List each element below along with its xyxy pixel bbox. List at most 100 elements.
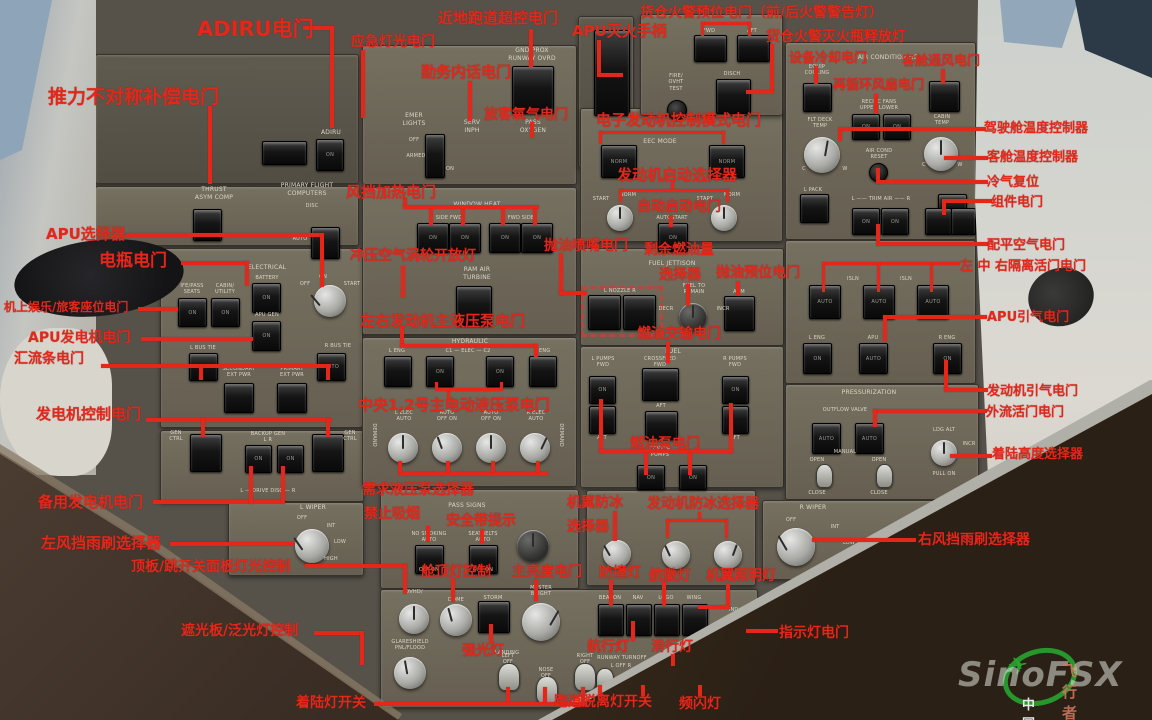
annotation-label: 着陆高度选择器 — [992, 447, 1084, 462]
jettison-nozzle-l-switch[interactable] — [588, 295, 621, 330]
jettison-nozzle-r-switch[interactable] — [623, 295, 656, 330]
elec-pump-c2-knob[interactable] — [476, 433, 506, 463]
panel-label: PRIMARY EXT PWR — [280, 366, 304, 379]
center-fuel-pump-r-switch[interactable]: ON — [679, 465, 707, 490]
panel-label: FUEL JETTISON — [648, 260, 696, 267]
taxi-light-toggle[interactable] — [666, 668, 684, 691]
window-heat-l-fwd[interactable]: ON — [449, 223, 481, 253]
window-heat-r-side[interactable]: ON — [521, 223, 553, 253]
gnd-prox-ovrd-switch[interactable] — [512, 66, 554, 114]
fuel-to-remain-knob[interactable] — [679, 303, 707, 331]
battery-switch[interactable]: ON — [252, 283, 281, 313]
seatbelts-switch[interactable] — [469, 545, 498, 574]
panel-label: LOW — [333, 539, 347, 545]
annotation-line — [666, 519, 669, 538]
window-heat-l-side[interactable]: ON — [417, 223, 449, 253]
cargo-fire-disch-switch[interactable] — [716, 79, 751, 114]
outflow-manual-r-toggle[interactable] — [876, 464, 893, 488]
cabin-vent-switch[interactable] — [929, 81, 960, 112]
landing-light-right-toggle[interactable] — [574, 663, 596, 691]
ovhd-cb-panel-light-knob[interactable] — [399, 604, 429, 634]
annotation-line — [559, 253, 563, 295]
annotation-line — [950, 454, 992, 458]
apu-gen-switch[interactable]: ON — [252, 321, 281, 351]
panel-label: HIGH — [836, 556, 850, 562]
demand-pump-2-knob[interactable] — [520, 433, 550, 463]
nav-light-switch[interactable] — [626, 604, 652, 636]
eng-anti-ice-l-knob[interactable] — [662, 541, 690, 569]
annotation-label: 应急灯光电门 — [351, 34, 435, 50]
gen-ctrl-r-switch[interactable] — [312, 434, 344, 472]
eng-anti-ice-r-knob[interactable] — [714, 541, 742, 569]
primary-ext-pwr-switch[interactable] — [277, 383, 307, 413]
ife-pass-seats-switch[interactable]: ON — [178, 298, 207, 327]
cabin-utility-switch[interactable]: ON — [211, 298, 240, 327]
annotation-line — [877, 262, 880, 292]
window-heat-r-fwd[interactable]: ON — [489, 223, 521, 253]
annotation-line — [529, 29, 533, 67]
r-aft-fuel-pump-switch[interactable] — [722, 406, 749, 434]
r-fwd-fuel-pump-switch[interactable]: ON — [722, 376, 749, 404]
storm-light-switch[interactable] — [478, 601, 510, 633]
wing-anti-ice-knob[interactable] — [603, 540, 631, 568]
apu-selector-knob[interactable] — [310, 285, 346, 317]
bleed-l-eng-switch[interactable]: ON — [803, 343, 832, 374]
isln-r-switch[interactable]: AUTO — [917, 285, 949, 319]
demand-pump-1-knob[interactable] — [388, 433, 418, 463]
emer-lights-switch[interactable] — [425, 134, 445, 178]
eec-mode-r-switch[interactable]: NORM — [709, 145, 745, 178]
no-smoking-switch[interactable] — [415, 545, 444, 574]
center-fuel-pump-l-switch[interactable]: ON — [637, 465, 665, 490]
r-wiper-knob[interactable] — [777, 528, 815, 566]
panel-label: TEST — [731, 616, 745, 622]
eec-mode-l-switch[interactable]: NORM — [601, 145, 637, 178]
elec-pump-c1-knob[interactable] — [432, 433, 462, 463]
panel-label: NAV — [632, 595, 644, 601]
beacon-light-switch[interactable] — [598, 604, 624, 636]
cabin-temp-knob[interactable] — [924, 137, 958, 171]
pfc-disc-switch[interactable] — [311, 227, 340, 259]
panel-label: WING — [686, 595, 702, 601]
crossfeed-fwd-switch[interactable] — [642, 368, 679, 401]
gen-ctrl-l-switch[interactable] — [190, 434, 222, 472]
trim-air-r-switch[interactable]: ON — [881, 208, 909, 235]
l-pack-switch[interactable] — [800, 194, 829, 223]
ldg-alt-knob[interactable] — [931, 440, 957, 466]
hyd-r-eng-pump-switch[interactable] — [529, 356, 557, 387]
runway-turnoff-r-toggle[interactable] — [636, 668, 654, 691]
panel-label: C — [922, 162, 926, 168]
jettison-arm-switch[interactable] — [724, 296, 755, 331]
rat-switch[interactable] — [456, 286, 492, 326]
autostart-switch[interactable]: ON — [658, 223, 688, 252]
isln-l-switch[interactable]: AUTO — [809, 285, 841, 319]
ind-lts-dim-knob[interactable] — [727, 625, 748, 646]
annotation-line — [446, 461, 450, 472]
eng-start-l-knob[interactable] — [607, 205, 633, 231]
panel-switch[interactable] — [925, 208, 952, 235]
adiru-switch[interactable]: ON — [316, 139, 344, 171]
bleed-apu-switch[interactable]: AUTO — [859, 343, 888, 374]
master-bright-knob[interactable] — [522, 603, 560, 641]
glareshield-flood-knob[interactable] — [394, 657, 426, 689]
hyd-c2-elec-pump-switch[interactable]: ON — [486, 356, 514, 387]
trim-air-l-switch[interactable]: ON — [852, 208, 880, 235]
hyd-l-eng-pump-switch[interactable] — [384, 356, 412, 387]
dome-light-knob[interactable] — [440, 604, 472, 636]
annotation-label: 机翼照明灯 — [706, 568, 776, 584]
hyd-c1-elec-pump-switch[interactable]: ON — [426, 356, 454, 387]
pass-signs-knob[interactable] — [517, 530, 549, 562]
panel-label: DISC — [305, 203, 319, 209]
equip-cooling-switch[interactable] — [803, 83, 832, 112]
secondary-ext-pwr-switch[interactable] — [224, 383, 254, 413]
cargo-fire-arm-aft-switch[interactable] — [737, 35, 770, 62]
cargo-fire-arm-fwd-switch[interactable] — [694, 35, 727, 62]
panel-switch[interactable] — [951, 208, 976, 235]
logo-light-switch[interactable] — [654, 604, 680, 636]
annotation-label: 选择器 — [659, 267, 701, 283]
outflow-valve-auto-r-switch[interactable]: AUTO — [855, 423, 884, 454]
flt-deck-temp-knob[interactable] — [804, 137, 840, 173]
fire-ovht-test-button[interactable] — [667, 100, 687, 120]
eng-start-r-knob[interactable] — [711, 205, 737, 231]
pfc-display[interactable] — [262, 141, 307, 165]
outflow-manual-l-toggle[interactable] — [816, 464, 833, 488]
